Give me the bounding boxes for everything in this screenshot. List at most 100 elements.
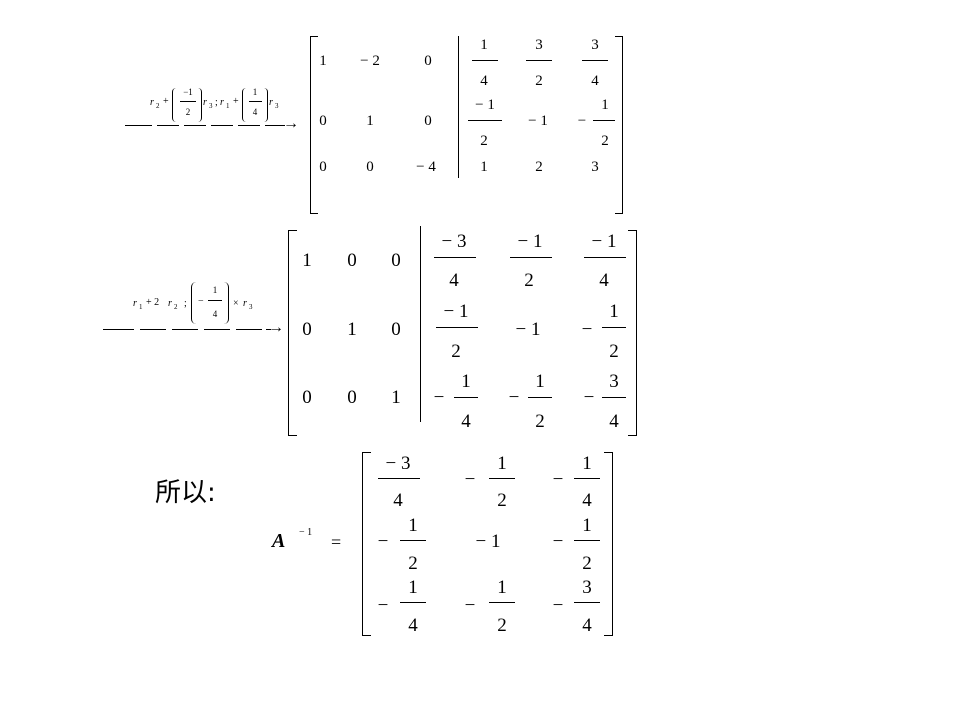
res-21-num: 1 <box>408 515 418 536</box>
s2-r-31-den: 4 <box>461 411 471 432</box>
op2-r2: r <box>168 298 172 309</box>
equals-sign: = <box>331 532 342 552</box>
step2-arrow-gaps <box>108 326 266 332</box>
op2-plus: + 2 <box>146 297 160 308</box>
inverse-superscript: − 1 <box>299 527 313 538</box>
res-12-den: 2 <box>497 490 507 511</box>
op2-r1: r <box>133 298 137 309</box>
s1-r-31: 1 <box>480 159 488 175</box>
s2-l-22: 1 <box>347 319 357 340</box>
op2-frac-bar <box>208 300 222 301</box>
s1-r-13-bar <box>582 60 608 61</box>
s1-r-21-bar <box>468 120 502 121</box>
s2-l-21: 0 <box>302 319 312 340</box>
s2-r-32-num: 1 <box>535 371 545 392</box>
op-r3: r <box>203 97 207 108</box>
op2-minus: − <box>198 296 204 307</box>
op-paren-left <box>172 88 177 122</box>
s2-r-33-sign: − <box>583 387 595 408</box>
s1-r-33: 3 <box>591 159 599 175</box>
s2-r-33-num: 3 <box>609 371 619 392</box>
s1-r-23-num: 1 <box>601 97 609 113</box>
s1-l-21: 0 <box>319 113 327 129</box>
s2-r-13-bar <box>584 257 626 258</box>
res-12-sign: − <box>464 469 476 490</box>
step2-bracket-right <box>628 230 637 436</box>
op-frac2-den: 4 <box>252 107 258 117</box>
s1-l-31: 0 <box>319 159 327 175</box>
step2-divider <box>420 226 421 422</box>
s2-r-33-bar <box>602 397 626 398</box>
s2-r-31-num: 1 <box>461 371 471 392</box>
op2-sub2: 2 <box>174 303 178 311</box>
s2-r-23-num: 1 <box>609 301 619 322</box>
s2-r-12-den: 2 <box>524 270 534 291</box>
step1-arrow-gaps <box>130 122 280 128</box>
res-32-num: 1 <box>497 577 507 598</box>
res-31-num: 1 <box>408 577 418 598</box>
s2-r-12-bar <box>510 257 552 258</box>
op2-frac-den: 4 <box>212 309 218 319</box>
s2-r-32-bar <box>528 397 552 398</box>
step1-arrow-head-icon: → <box>283 115 299 132</box>
res-11-num: − 3 <box>385 453 411 474</box>
result-bracket-right <box>604 452 613 636</box>
step1-bracket-left <box>310 36 318 214</box>
res-21-bar <box>400 540 426 541</box>
res-23-sign: − <box>552 531 564 552</box>
s1-r-12-bar <box>526 60 552 61</box>
s2-l-11: 1 <box>302 250 312 271</box>
res-11-den: 4 <box>393 490 403 511</box>
s2-l-23: 0 <box>391 319 401 340</box>
s2-r-21-bar <box>436 327 478 328</box>
step2-bracket-left <box>288 230 297 436</box>
op2-semicolon: ; <box>184 298 187 309</box>
step1-divider <box>458 36 459 178</box>
step2-arrow-head-icon: → <box>268 319 284 336</box>
op2-paren-left <box>191 282 197 324</box>
op2-paren-right <box>223 282 229 324</box>
res-33-num: 3 <box>582 577 592 598</box>
s2-l-33: 1 <box>391 387 401 408</box>
res-23-bar <box>574 540 600 541</box>
s2-r-23-bar <box>602 327 626 328</box>
step1-bracket-right <box>615 36 623 214</box>
op-paren-right <box>197 88 202 122</box>
s1-l-11: 1 <box>319 53 327 69</box>
s2-l-31: 0 <box>302 387 312 408</box>
op-frac-den: 2 <box>185 107 191 117</box>
s2-r-11-num: − 3 <box>441 231 467 252</box>
s2-l-13: 0 <box>391 250 401 271</box>
res-11-bar <box>378 478 420 479</box>
s2-r-12-num: − 1 <box>517 231 543 252</box>
s2-r-31-bar <box>454 397 478 398</box>
matrix-a-symbol: A <box>272 530 286 552</box>
s1-l-13: 0 <box>424 53 432 69</box>
op-frac-num: −1 <box>183 87 193 97</box>
s2-l-32: 0 <box>347 387 357 408</box>
op-semicolon: ; <box>215 97 218 108</box>
s1-l-33: − 4 <box>416 159 436 175</box>
res-33-sign: − <box>552 595 564 616</box>
res-13-bar <box>574 478 600 479</box>
s1-r-21-den: 2 <box>480 133 488 149</box>
res-33-den: 4 <box>582 615 592 636</box>
op-plus: + <box>163 96 169 107</box>
s2-r-23-sign: − <box>581 319 593 340</box>
s1-l-23: 0 <box>424 113 432 129</box>
s2-r-13-den: 4 <box>599 270 609 291</box>
s1-r-11-num: 1 <box>480 37 488 53</box>
op-frac2-num: 1 <box>252 87 258 97</box>
op-sub2: 2 <box>156 102 160 110</box>
res-21-den: 2 <box>408 553 418 574</box>
s1-r-13-den: 4 <box>591 73 599 89</box>
s2-r-31-sign: − <box>433 387 445 408</box>
op-frac-bar <box>180 101 196 102</box>
op-sub3-b: 3 <box>275 102 279 110</box>
s2-r-21-den: 2 <box>451 341 461 362</box>
s1-r-23-bar <box>593 120 615 121</box>
s2-r-32-den: 2 <box>535 411 545 432</box>
s1-l-12: − 2 <box>360 53 380 69</box>
op-paren-right-2 <box>263 88 268 122</box>
s2-r-11-bar <box>434 257 476 258</box>
